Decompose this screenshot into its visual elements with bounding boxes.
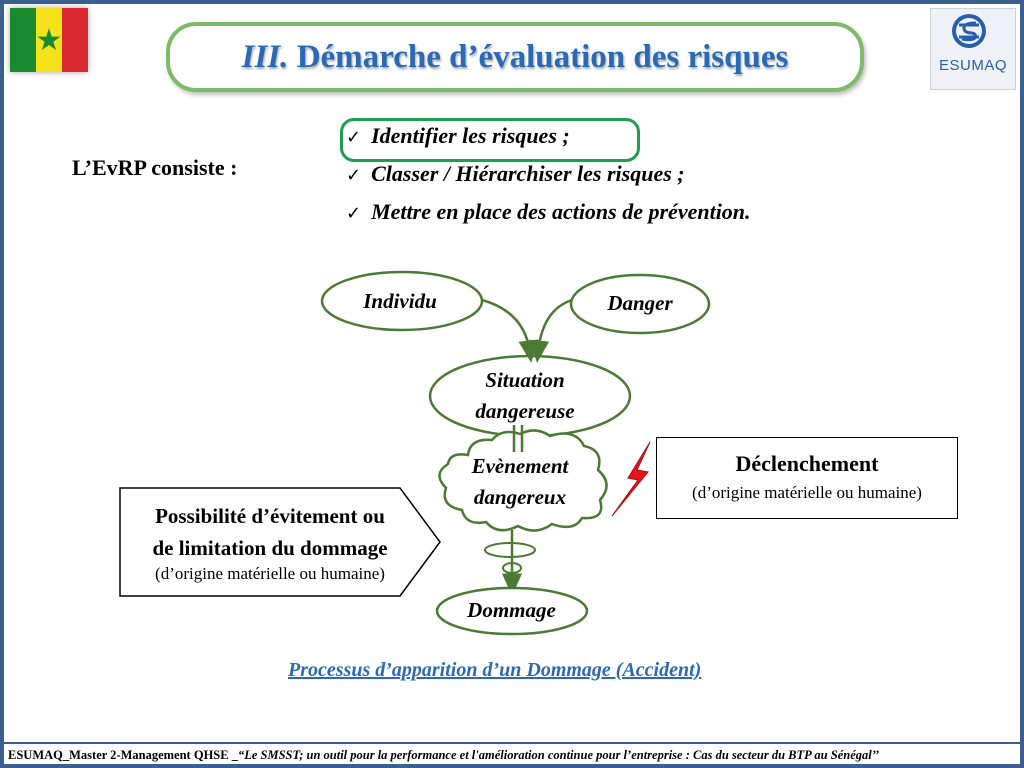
checkmark-icon: ✓ bbox=[346, 203, 362, 224]
logo-text: ESUMAQ bbox=[938, 57, 1007, 74]
bullet-item: ✓ Identifier les risques ; bbox=[346, 123, 570, 149]
footer-prefix: ESUMAQ_Master 2-Management QHSE _ bbox=[8, 748, 238, 762]
checkmark-icon: ✓ bbox=[346, 127, 362, 148]
situation-label: Situation dangereuse bbox=[440, 365, 610, 427]
page-title: III. Démarche d’évaluation des risques bbox=[242, 39, 789, 76]
bullet-text: Classer / Hiérarchiser les risques ; bbox=[371, 161, 685, 186]
evenement-line1: Evènement bbox=[471, 454, 569, 478]
bullet-text: Identifier les risques ; bbox=[371, 123, 570, 148]
individu-label: Individu bbox=[363, 289, 437, 313]
dommage-label: Dommage bbox=[467, 598, 556, 622]
star-icon: ★ bbox=[35, 22, 63, 58]
title-box: III. Démarche d’évaluation des risques bbox=[166, 22, 864, 92]
logo-emblem-icon bbox=[952, 14, 986, 48]
footer: ESUMAQ_Master 2-Management QHSE _“Le SMS… bbox=[4, 742, 1020, 764]
lightning-icon bbox=[611, 441, 651, 517]
evenement-label: Evènement dangereux bbox=[445, 451, 595, 513]
highlight-frame bbox=[340, 118, 640, 162]
title-prefix: III. bbox=[241, 38, 289, 75]
arrow-danger-situation bbox=[529, 298, 573, 363]
bullet-item: ✓ Classer / Hiérarchiser les risques ; bbox=[346, 161, 685, 187]
dommage-node bbox=[435, 586, 589, 636]
situation-line2: dangereuse bbox=[475, 399, 575, 423]
possibilite-line2: de limitation du dommage bbox=[152, 536, 388, 560]
situation-line1: Situation bbox=[485, 368, 565, 392]
declenchement-title: Déclenchement bbox=[735, 451, 879, 476]
bullet-text: Mettre en place des actions de préventio… bbox=[371, 199, 751, 224]
arrow-individu-situation bbox=[481, 298, 539, 363]
footer-quote: “Le SMSST; un outil pour la performance … bbox=[237, 748, 880, 762]
diagram-caption: Processus d’apparition d’un Dommage (Acc… bbox=[288, 659, 702, 681]
esumaq-logo: ESUMAQ bbox=[930, 8, 1016, 90]
evenement-line2: dangereux bbox=[473, 485, 567, 509]
bullet-item: ✓ Mettre en place des actions de préventi… bbox=[346, 199, 751, 225]
title-text: Démarche d’évaluation des risques bbox=[296, 38, 789, 75]
possibilite-text: Possibilité d’évitement ou de limitation… bbox=[120, 500, 420, 564]
evenement-cloud bbox=[438, 429, 608, 532]
danger-label: Danger bbox=[607, 291, 673, 315]
declenchement-box: Déclenchement (d’origine matérielle ou h… bbox=[656, 437, 958, 519]
declenchement-subtitle: (d’origine matérielle ou humaine) bbox=[692, 483, 922, 502]
possibilite-box bbox=[119, 487, 441, 597]
danger-node bbox=[569, 273, 711, 335]
checkmark-icon: ✓ bbox=[346, 165, 362, 186]
intro-label: L’EvRP consiste : bbox=[72, 155, 238, 180]
senegal-flag-icon: ★ bbox=[10, 8, 88, 72]
possibilite-line1: Possibilité d’évitement ou bbox=[155, 504, 385, 528]
possibilite-subtitle: (d’origine matérielle ou humaine) bbox=[155, 564, 385, 583]
